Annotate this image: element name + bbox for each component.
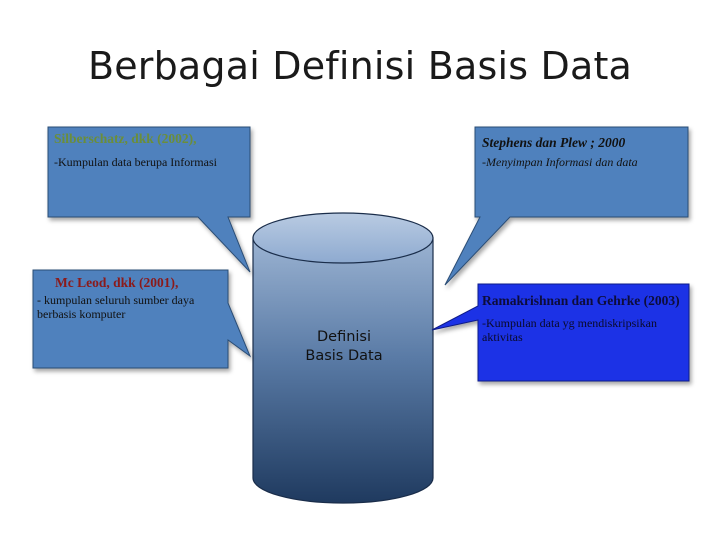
callout-stephens-text: Stephens dan Plew ; 2000 -Menyimpan Info… <box>482 135 684 169</box>
callout-heading: Mc Leod, dkk (2001), <box>55 275 179 290</box>
center-label-line2: Basis Data <box>305 348 383 364</box>
center-label-line1: Definisi <box>316 329 372 345</box>
callout-description: -Kumpulan data yg mendiskripsikan aktivi… <box>482 316 657 344</box>
callout-mcleod-text: Mc Leod, dkk (2001), - kumpulan seluruh … <box>37 275 225 321</box>
callout-ramakrishnan-text: Ramakrishnan dan Gehrke (2003) -Kumpulan… <box>482 292 687 344</box>
callout-silberschatz-text: Silberschatz, dkk (2002), -Kumpulan data… <box>54 131 246 169</box>
callout-silberschatz <box>47 126 251 273</box>
callout-heading: Stephens dan Plew ; 2000 <box>482 135 626 150</box>
callout-heading: Silberschatz, dkk (2002), <box>54 131 197 146</box>
callout-description: - kumpulan seluruh sumber daya berbasis … <box>37 293 195 321</box>
callout-description: -Menyimpan Informasi dan data <box>482 155 638 169</box>
callout-stephens <box>444 126 689 286</box>
callout-heading: Ramakrishnan dan Gehrke (2003) <box>482 293 680 308</box>
page-title: Berbagai Definisi Basis Data <box>87 44 633 88</box>
database-cylinder <box>252 212 434 504</box>
callout-ramakrishnan <box>431 283 690 382</box>
center-label: Definisi Basis Data <box>256 328 432 366</box>
callout-description: -Kumpulan data berupa Informasi <box>54 155 217 169</box>
callout-mcleod <box>32 269 252 369</box>
